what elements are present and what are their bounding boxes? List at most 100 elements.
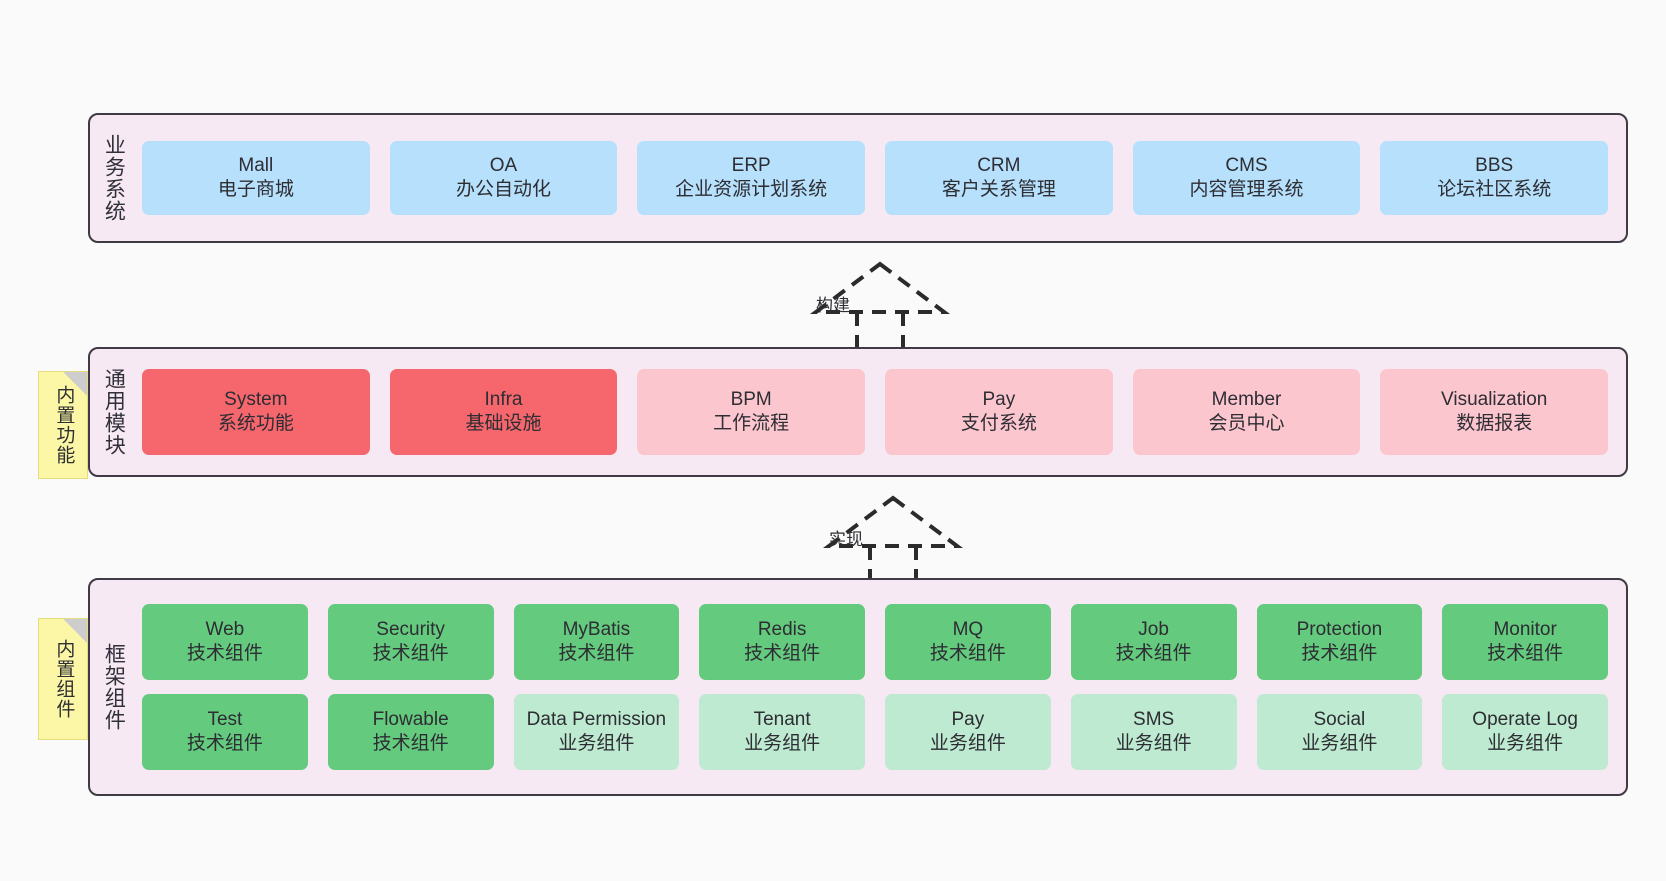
card-subtitle: 技术组件 — [558, 643, 635, 664]
card-title: OA — [489, 154, 518, 176]
card-title: Job — [1138, 618, 1169, 640]
card-mall[interactable]: Mall 电子商城 — [142, 141, 370, 215]
card-subtitle: 业务组件 — [1301, 733, 1378, 754]
card-row: System 系统功能 Infra 基础设施 BPM 工作流程 Pay 支付系统… — [142, 369, 1609, 455]
card-title: Protection — [1296, 618, 1383, 640]
card-subtitle: 基础设施 — [465, 413, 542, 434]
card-title: Operate Log — [1472, 708, 1578, 730]
card-title: Test — [207, 708, 243, 730]
note-text: 内置组件 — [53, 639, 75, 719]
card-bbs[interactable]: BBS 论坛社区系统 — [1380, 141, 1609, 215]
card-redis[interactable]: Redis 技术组件 — [699, 604, 865, 680]
card-crm[interactable]: CRM 客户关系管理 — [885, 141, 1113, 215]
layer-title-business-systems: 业务系统 — [102, 134, 126, 222]
card-subtitle: 数据报表 — [1456, 413, 1533, 434]
card-subtitle: 业务组件 — [929, 733, 1006, 754]
card-subtitle: 业务组件 — [558, 733, 635, 754]
card-data-permission[interactable]: Data Permission 业务组件 — [513, 694, 680, 770]
card-subtitle: 技术组件 — [372, 733, 449, 754]
layer-common-modules[interactable]: 通用模块 System 系统功能 Infra 基础设施 BPM 工作流程 Pay… — [88, 347, 1628, 477]
card-subtitle: 技术组件 — [1301, 643, 1378, 664]
card-title: SMS — [1133, 708, 1175, 730]
card-mybatis[interactable]: MyBatis 技术组件 — [513, 604, 680, 680]
card-sms[interactable]: SMS 业务组件 — [1070, 694, 1237, 770]
card-title: Flowable — [372, 708, 449, 730]
card-title: Web — [205, 618, 245, 640]
card-title: Visualization — [1441, 388, 1548, 410]
card-subtitle: 电子商城 — [217, 179, 294, 200]
card-subtitle: 会员中心 — [1208, 413, 1285, 434]
card-subtitle: 技术组件 — [186, 643, 263, 664]
layer-business-systems[interactable]: 业务系统 Mall 电子商城 OA 办公自动化 ERP 企业资源计划系统 CRM… — [88, 113, 1628, 243]
card-subtitle: 技术组件 — [372, 643, 449, 664]
layer-title-framework-components: 框架组件 — [102, 643, 126, 731]
card-title: System — [224, 388, 288, 410]
card-test[interactable]: Test 技术组件 — [142, 694, 308, 770]
layer-title-common-modules: 通用模块 — [102, 368, 126, 456]
layer-body-framework-components: Web 技术组件 Security 技术组件 MyBatis 技术组件 Redi… — [136, 580, 1626, 794]
card-subtitle: 业务组件 — [1487, 733, 1564, 754]
connector-implement-label: 实现 — [829, 530, 863, 549]
card-visualization[interactable]: Visualization 数据报表 — [1380, 369, 1609, 455]
note-builtin-function: 内置功能 — [38, 371, 88, 479]
layer-body-business-systems: Mall 电子商城 OA 办公自动化 ERP 企业资源计划系统 CRM 客户关系… — [136, 115, 1626, 241]
layer-framework-components[interactable]: 框架组件 Web 技术组件 Security 技术组件 MyBatis 技术组件… — [88, 578, 1628, 796]
card-erp[interactable]: ERP 企业资源计划系统 — [637, 141, 866, 215]
card-title: Data Permission — [526, 708, 667, 730]
note-text: 内置功能 — [53, 385, 75, 465]
card-system[interactable]: System 系统功能 — [142, 369, 370, 455]
card-title: BBS — [1475, 154, 1514, 176]
card-subtitle: 支付系统 — [960, 413, 1037, 434]
card-subtitle: 技术组件 — [929, 643, 1006, 664]
card-title: Mall — [238, 154, 274, 176]
card-row: Web 技术组件 Security 技术组件 MyBatis 技术组件 Redi… — [142, 604, 1608, 680]
card-protection[interactable]: Protection 技术组件 — [1256, 604, 1423, 680]
card-operate-log[interactable]: Operate Log 业务组件 — [1442, 694, 1608, 770]
card-job[interactable]: Job 技术组件 — [1070, 604, 1237, 680]
card-subtitle: 技术组件 — [744, 643, 821, 664]
card-flowable[interactable]: Flowable 技术组件 — [327, 694, 494, 770]
note-fold-corner — [63, 372, 87, 396]
card-social[interactable]: Social 业务组件 — [1256, 694, 1423, 770]
card-title: CRM — [977, 154, 1021, 176]
card-title: Redis — [757, 618, 807, 640]
card-cms[interactable]: CMS 内容管理系统 — [1132, 141, 1361, 215]
card-title: Social — [1313, 708, 1366, 730]
card-subtitle: 论坛社区系统 — [1437, 179, 1552, 200]
card-subtitle: 客户关系管理 — [941, 179, 1056, 200]
card-subtitle: 技术组件 — [1115, 643, 1192, 664]
card-web[interactable]: Web 技术组件 — [142, 604, 308, 680]
card-subtitle: 企业资源计划系统 — [675, 179, 828, 200]
card-title: Infra — [484, 388, 523, 410]
card-row: Test 技术组件 Flowable 技术组件 Data Permission … — [142, 694, 1608, 770]
card-infra[interactable]: Infra 基础设施 — [389, 369, 618, 455]
card-title: Security — [376, 618, 445, 640]
card-subtitle: 技术组件 — [1487, 643, 1564, 664]
card-security[interactable]: Security 技术组件 — [327, 604, 494, 680]
card-monitor[interactable]: Monitor 技术组件 — [1442, 604, 1608, 680]
layer-body-common-modules: System 系统功能 Infra 基础设施 BPM 工作流程 Pay 支付系统… — [136, 349, 1626, 475]
card-title: Monitor — [1493, 618, 1557, 640]
card-mq[interactable]: MQ 技术组件 — [885, 604, 1051, 680]
card-title: MQ — [952, 618, 984, 640]
card-member[interactable]: Member 会员中心 — [1132, 369, 1361, 455]
card-subtitle: 业务组件 — [744, 733, 821, 754]
card-title: Member — [1211, 388, 1282, 410]
card-oa[interactable]: OA 办公自动化 — [389, 141, 618, 215]
card-title: MyBatis — [562, 618, 631, 640]
card-row: Mall 电子商城 OA 办公自动化 ERP 企业资源计划系统 CRM 客户关系… — [142, 141, 1609, 215]
note-fold-corner — [63, 619, 87, 643]
connector-build-label: 构建 — [816, 296, 850, 315]
card-pay-module[interactable]: Pay 支付系统 — [885, 369, 1113, 455]
card-pay-component[interactable]: Pay 业务组件 — [885, 694, 1051, 770]
card-subtitle: 工作流程 — [713, 413, 790, 434]
card-title: BPM — [730, 388, 772, 410]
card-subtitle: 系统功能 — [217, 413, 294, 434]
card-title: Pay — [982, 388, 1016, 410]
card-bpm[interactable]: BPM 工作流程 — [637, 369, 866, 455]
card-subtitle: 办公自动化 — [456, 179, 552, 200]
card-title: ERP — [731, 154, 771, 176]
card-tenant[interactable]: Tenant 业务组件 — [699, 694, 865, 770]
card-subtitle: 内容管理系统 — [1189, 179, 1304, 200]
